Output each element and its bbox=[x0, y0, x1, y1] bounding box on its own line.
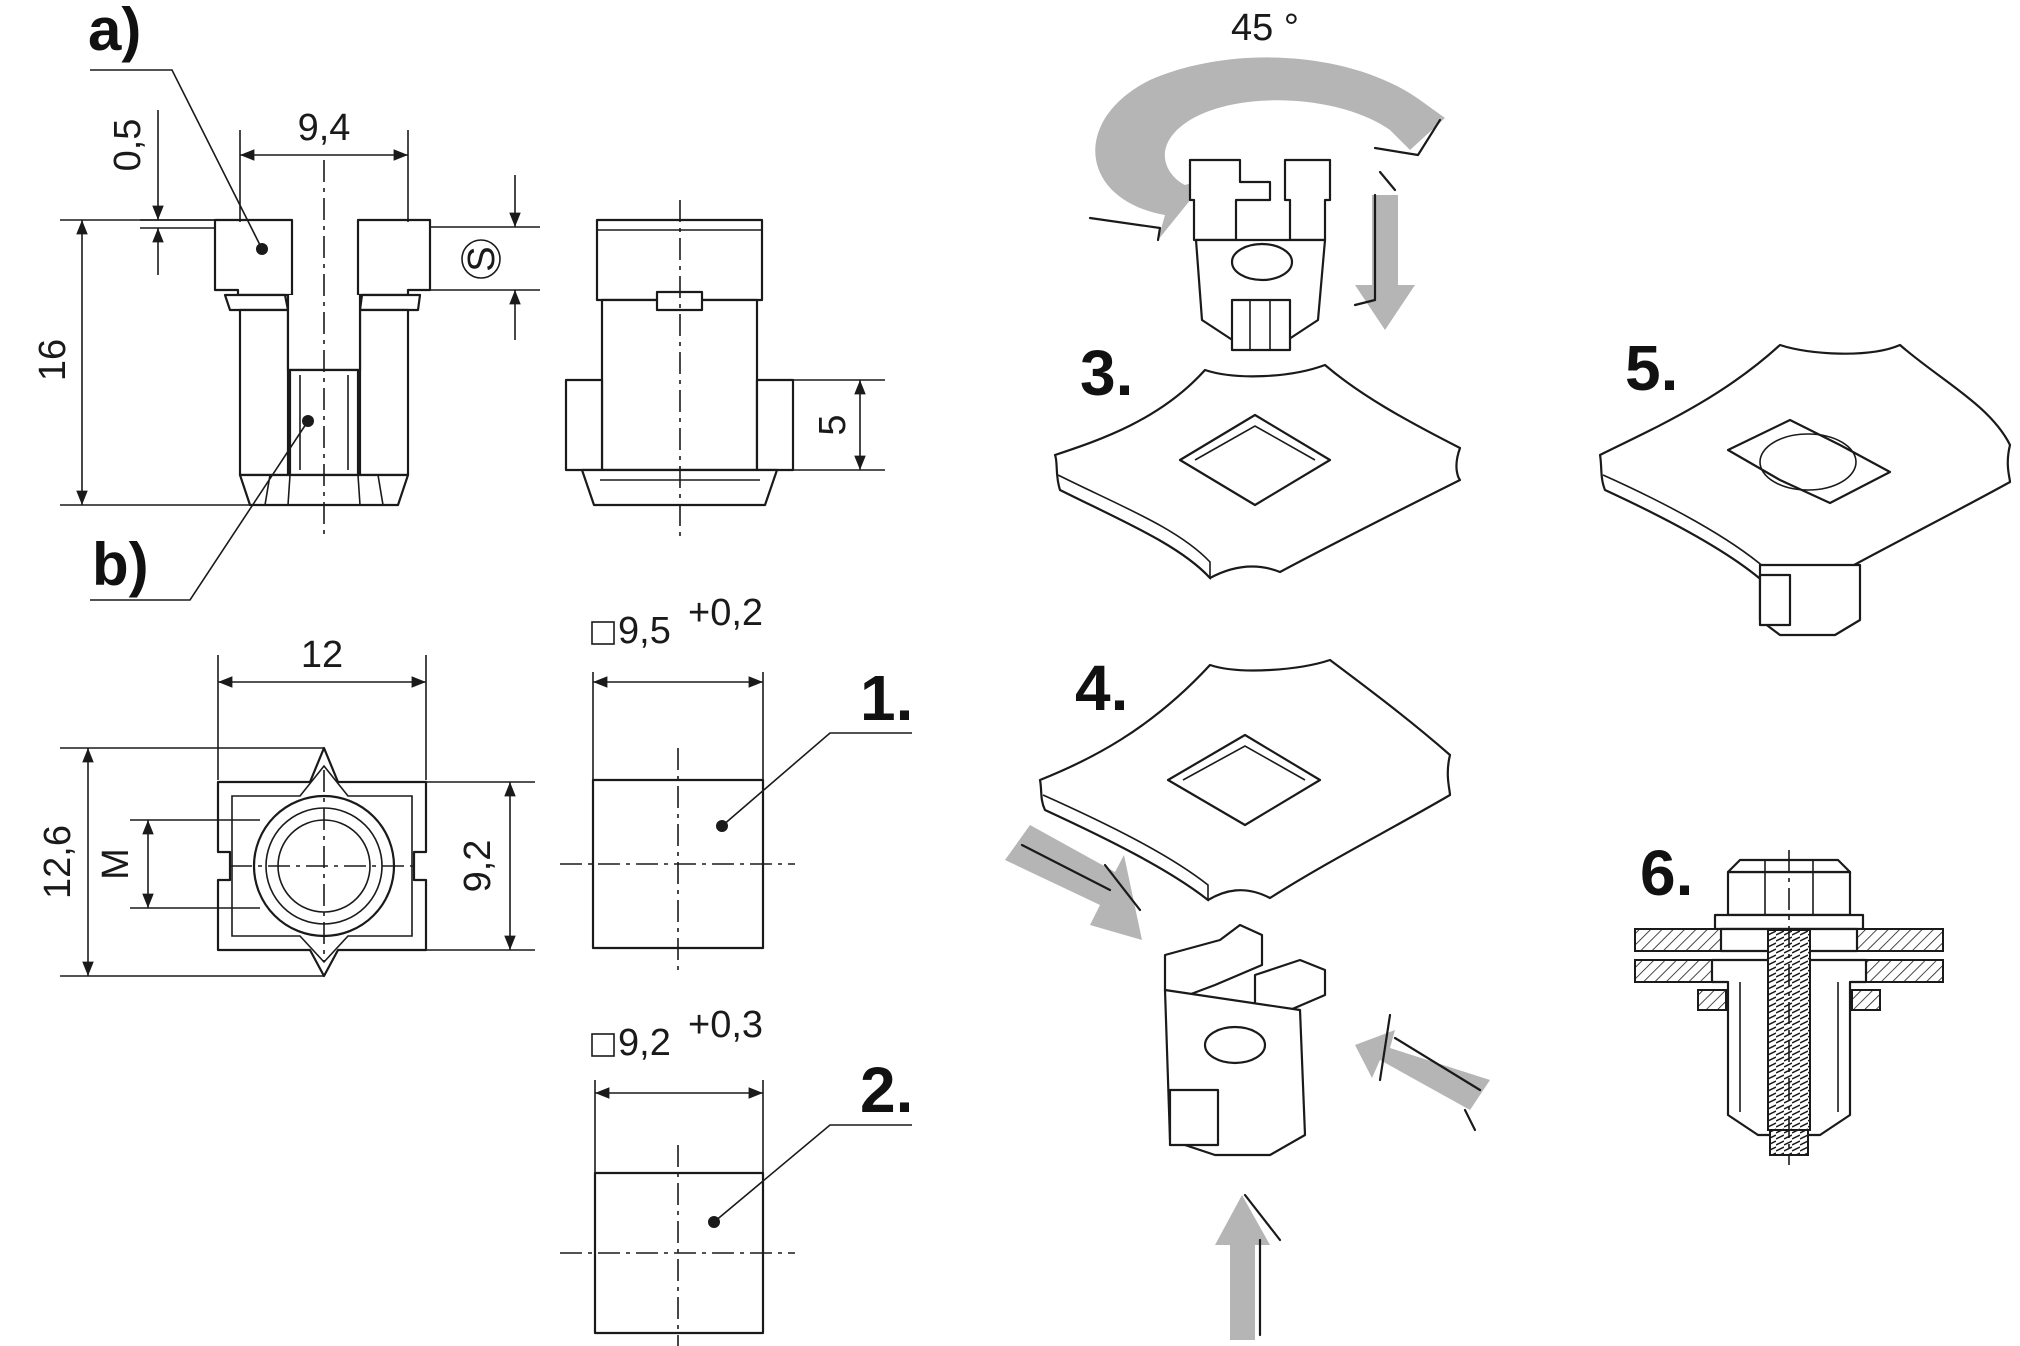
dim-thread: M bbox=[95, 848, 137, 880]
step-4-illustration bbox=[1005, 658, 1490, 1340]
cutout-2-size: 9,2 bbox=[618, 1022, 671, 1064]
dim-overall-plan: 12,6 bbox=[37, 825, 79, 899]
dim-width-top: 9,4 bbox=[298, 107, 351, 149]
dim-s-symbol: S bbox=[461, 246, 503, 271]
step-5-illustration bbox=[1598, 343, 2012, 637]
step-6-label: 6. bbox=[1640, 837, 1693, 909]
rotation-arrow bbox=[1095, 57, 1445, 241]
cutout-1-step: 1. bbox=[860, 662, 913, 734]
label-a: a) bbox=[88, 0, 141, 63]
step-3-label: 3. bbox=[1080, 337, 1133, 409]
dim-flange: 0,5 bbox=[107, 119, 149, 172]
cutout-2-tolerance: +0,3 bbox=[688, 1004, 763, 1046]
rotation-angle: 45 ° bbox=[1231, 7, 1299, 49]
cutout-1-size: 9,5 bbox=[618, 610, 671, 652]
cutout-2-step: 2. bbox=[860, 1054, 913, 1126]
text-labels: a) b) 9,4 0,5 16 S 5 12 12,6 M 9,2 9,5 +… bbox=[32, 0, 1693, 1126]
dim-shoulder: 5 bbox=[812, 414, 854, 435]
step-3-illustration bbox=[1053, 57, 1462, 581]
cutout-1-tolerance: +0,2 bbox=[688, 592, 763, 634]
step-4-label: 4. bbox=[1075, 652, 1128, 724]
cutout-2 bbox=[560, 1033, 912, 1346]
dim-body-plan: 9,2 bbox=[457, 840, 499, 893]
label-b: b) bbox=[92, 531, 149, 598]
front-view bbox=[564, 200, 885, 540]
cutout-1 bbox=[560, 621, 912, 975]
dim-width-plan: 12 bbox=[301, 634, 343, 676]
side-view bbox=[90, 69, 432, 601]
down-arrow bbox=[1355, 195, 1415, 330]
step-6-illustration bbox=[1634, 850, 1944, 1165]
step-5-label: 5. bbox=[1625, 332, 1678, 404]
side-view-dimensions bbox=[60, 110, 540, 506]
dim-height: 16 bbox=[32, 339, 74, 381]
plan-view bbox=[60, 655, 535, 978]
